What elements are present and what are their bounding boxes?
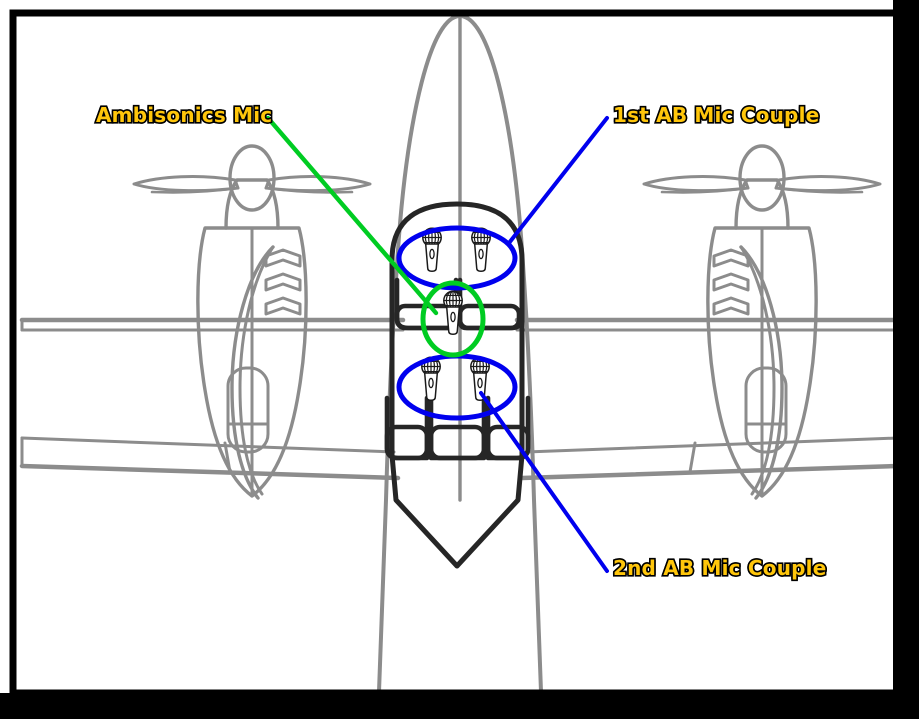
callout-markers [265, 115, 609, 573]
aircraft-outline [19, 14, 901, 719]
left-engine-nacelle [132, 144, 372, 500]
label-ambisonics-mic-text: Ambisonics Mic [94, 101, 273, 128]
marker-first-ab-mic-couple [396, 225, 518, 291]
label-first-ab-mic-couple-text: 1st AB Mic Couple [611, 101, 820, 128]
leader-line-ambisonics-mic [265, 115, 439, 316]
leader-line-first-ab-mic-couple [507, 116, 609, 245]
left-wing [19, 317, 406, 481]
leader-line-second-ab-mic-couple [479, 391, 609, 573]
right-engine-nacelle [642, 144, 882, 500]
label-second-ab-mic-couple-text: 2nd AB Mic Couple [611, 554, 827, 581]
label-first-ab-mic-couple: 1st AB Mic Couple [611, 101, 820, 128]
marker-ambisonics-mic [420, 280, 486, 358]
fuselage [376, 14, 544, 719]
cabin-outline [389, 201, 525, 569]
microphone-icons [421, 227, 491, 402]
right-wing [514, 317, 901, 481]
cabin-interior [384, 201, 531, 569]
label-second-ab-mic-couple: 2nd AB Mic Couple [611, 554, 827, 581]
marker-second-ab-mic-couple [396, 353, 518, 421]
label-ambisonics-mic: Ambisonics Mic [94, 101, 273, 128]
